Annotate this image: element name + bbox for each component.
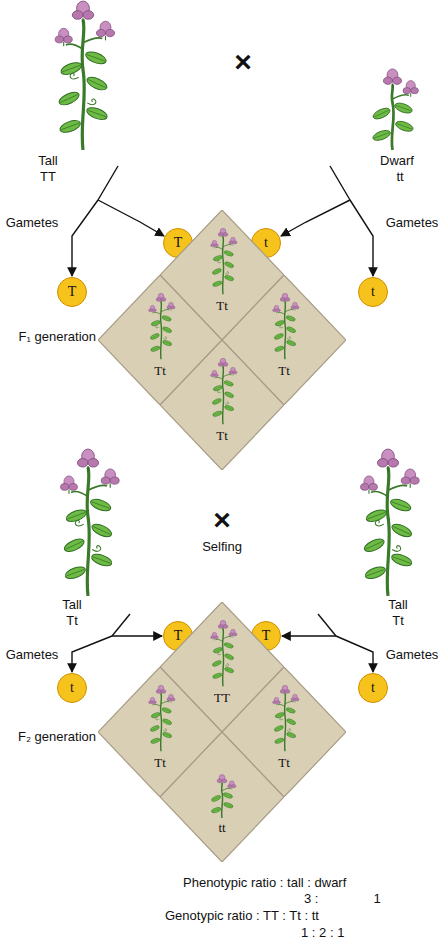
text-label: 3 : xyxy=(304,891,318,906)
text-label: tt xyxy=(396,169,403,184)
allele-letter: t xyxy=(371,680,375,696)
text-label: 1 xyxy=(373,891,380,906)
text-label: Tall xyxy=(38,153,58,168)
text-label: Gametes xyxy=(6,215,59,230)
allele-letter: T xyxy=(174,235,183,251)
text-label: Tall xyxy=(62,597,82,612)
genotype-label: Tt xyxy=(216,298,228,314)
text-label: Genotypic ratio : TT : Tt : tt xyxy=(165,908,319,923)
cell-diamond xyxy=(160,340,284,470)
cell-diamond xyxy=(160,732,284,862)
tall-plant xyxy=(361,449,420,596)
allele-letter: T xyxy=(174,628,183,644)
gamete-circle: t xyxy=(57,673,87,703)
text-label: 1 : 2 : 1 xyxy=(301,925,344,940)
text-label: Tall xyxy=(388,597,408,612)
gamete-arrows xyxy=(72,166,373,672)
text-label: Phenotypic ratio : tall : dwarf xyxy=(183,875,346,890)
genotype-label: TT xyxy=(214,690,230,706)
punnett-cell: Tt xyxy=(160,340,284,470)
dwarf-plant xyxy=(372,69,419,150)
text-label: Dwarf xyxy=(380,153,414,168)
genotype-label: Tt xyxy=(278,363,290,379)
allele-letter: t xyxy=(70,680,74,696)
text-label: F₁ generation xyxy=(19,329,96,344)
genotype-label: Tt xyxy=(154,755,166,771)
punnett-cell: tt xyxy=(160,732,284,862)
text-label: Gametes xyxy=(6,647,59,662)
gamete-circle: T xyxy=(57,277,87,307)
genotype-label: Tt xyxy=(154,363,166,379)
tall-plant xyxy=(55,1,114,150)
text-label: Tt xyxy=(392,613,404,628)
allele-letter: T xyxy=(68,284,77,300)
text-label: TT xyxy=(40,169,56,184)
cross-symbol: × xyxy=(234,45,252,79)
text-label: Gametes xyxy=(386,215,439,230)
genotype-label: Tt xyxy=(278,755,290,771)
tall-plant xyxy=(61,449,120,596)
genotype-label: Tt xyxy=(216,428,228,444)
allele-letter: t xyxy=(264,235,268,251)
gamete-circle: t xyxy=(358,673,388,703)
gamete-circle: t xyxy=(358,277,388,307)
genotype-label: tt xyxy=(218,820,225,836)
text-label: Gametes xyxy=(386,647,439,662)
text-label: F₂ generation xyxy=(18,729,96,744)
allele-letter: T xyxy=(262,628,271,644)
cross-symbol: × xyxy=(213,503,231,537)
text-label: Tt xyxy=(66,613,78,628)
allele-letter: t xyxy=(371,284,375,300)
text-label: Selfing xyxy=(202,539,242,554)
